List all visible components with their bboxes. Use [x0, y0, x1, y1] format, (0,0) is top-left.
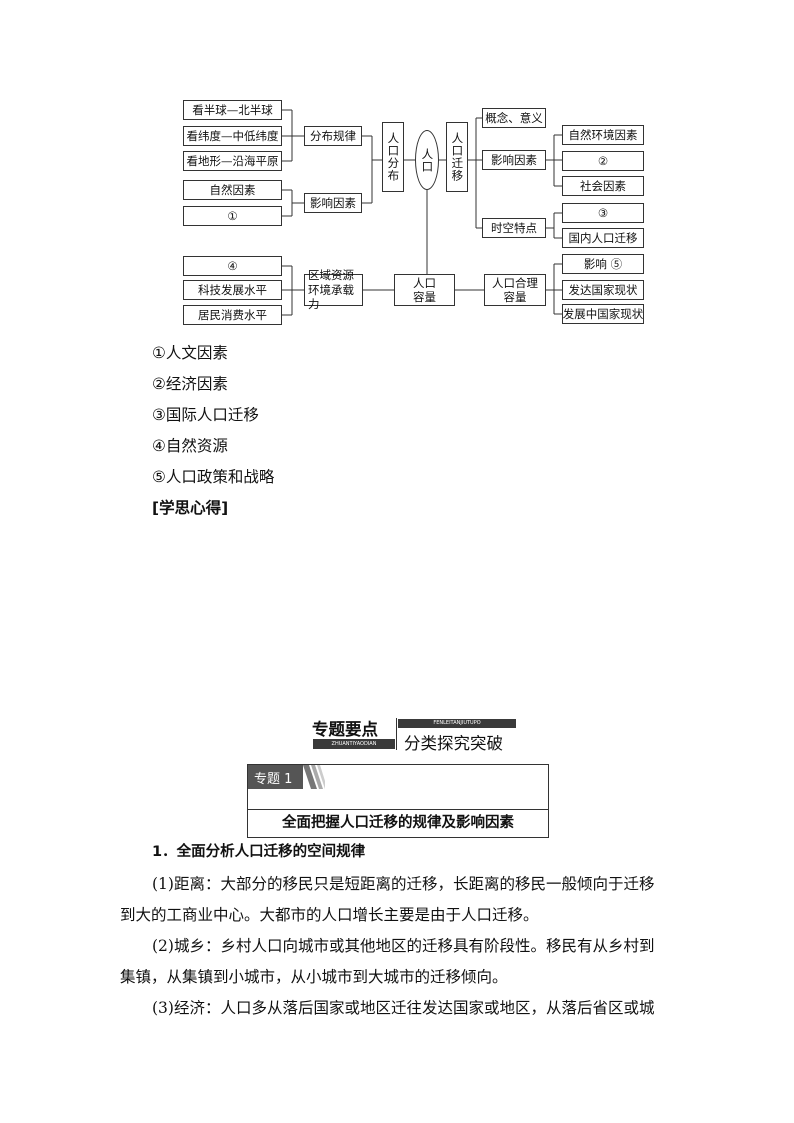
box-reasonable-capacity: 人口合理容量 — [484, 274, 546, 306]
section-pinyin-left: ZHUANTIYAODIAN — [313, 739, 395, 749]
left-box-hemisphere: 看半球—北半球 — [183, 100, 282, 120]
ellipse-population: 人口 — [415, 130, 439, 190]
box-influence-factors-left: 影响因素 — [304, 193, 362, 213]
answer-3: ③国际人口迁移 — [152, 406, 259, 424]
box-blank-2: ② — [562, 151, 644, 171]
left-box-blank-1: ① — [183, 206, 282, 226]
left-box-blank-4: ④ — [183, 256, 282, 276]
box-developing-countries: 发展中国家现状 — [562, 304, 644, 324]
paragraph-1-line-1: (1)距离：大部分的移民只是短距离的迁移，长距离的移民一般倾向于迁移 — [152, 875, 655, 893]
box-impact-5: 影响 ⑤ — [562, 254, 644, 274]
reasonable-capacity-label: 人口合理容量 — [492, 275, 538, 304]
topic-title: 全面把握人口迁移的规律及影响因素 — [282, 814, 514, 831]
left-box-consumption-level: 居民消费水平 — [183, 305, 282, 325]
paragraph-2-line-1: (2)城乡：乡村人口向城市或其他地区的迁移具有阶段性。移民有从乡村到 — [152, 937, 655, 955]
box-domestic-migration: 国内人口迁移 — [562, 228, 644, 248]
paragraph-1-line-2: 到大的工商业中心。大都市的人口增长主要是由于人口迁移。 — [120, 906, 539, 924]
diagram-connectors — [282, 109, 562, 316]
box-influence-factors-right: 影响因素 — [482, 150, 546, 170]
section-title-right: 分类探究突破 — [404, 734, 503, 753]
topic-divider — [248, 809, 548, 810]
left-box-natural-factors: 自然因素 — [183, 180, 282, 200]
left-box-terrain: 看地形—沿海平原 — [183, 151, 282, 171]
topic-stripes-decoration — [303, 765, 325, 789]
answer-1: ①人文因素 — [152, 344, 228, 362]
section-title-left: 专题要点 — [312, 720, 378, 739]
paragraph-3-line-1: (3)经济：人口多从落后国家或地区迁往发达国家或地区，从落后省区或城 — [152, 999, 655, 1017]
answer-2: ②经济因素 — [152, 375, 228, 393]
section-divider — [396, 718, 397, 750]
reflection-label: [学思心得] — [152, 499, 229, 517]
box-social: 社会因素 — [562, 176, 644, 196]
topic-frame — [247, 764, 549, 838]
box-population-migration: 人口迁移 — [446, 122, 468, 192]
population-distribution-label: 人口分布 — [386, 132, 401, 182]
box-developed-countries: 发达国家现状 — [562, 280, 644, 300]
heading-1: 1．全面分析人口迁移的空间规律 — [152, 844, 366, 860]
section-pinyin-right: FENLEITANJIUTUPO — [398, 719, 516, 728]
population-migration-label: 人口迁移 — [450, 132, 465, 182]
box-regional-capacity: 区域资源环境承载力 — [304, 268, 363, 311]
left-box-latitude: 看纬度—中低纬度 — [183, 126, 282, 146]
paragraph-2-line-2: 集镇，从集镇到小城市，从小城市到大城市的迁移倾向。 — [120, 968, 508, 986]
box-blank-3: ③ — [562, 203, 644, 223]
left-box-tech-level: 科技发展水平 — [183, 280, 282, 300]
box-population-distribution: 人口分布 — [382, 122, 404, 192]
population-label: 人口 — [420, 147, 435, 173]
topic-tag: 专题 1 — [248, 765, 303, 789]
box-population-capacity: 人口容量 — [394, 274, 455, 306]
answer-5: ⑤人口政策和战略 — [152, 468, 275, 486]
answer-4: ④自然资源 — [152, 437, 228, 455]
box-distribution-rule: 分布规律 — [304, 126, 362, 146]
box-spatiotemporal: 时空特点 — [482, 218, 546, 238]
box-concept: 概念、意义 — [482, 108, 546, 128]
box-natural-env: 自然环境因素 — [562, 125, 644, 145]
regional-capacity-label: 区域资源环境承载力 — [308, 268, 354, 312]
population-capacity-label: 人口容量 — [413, 275, 436, 304]
